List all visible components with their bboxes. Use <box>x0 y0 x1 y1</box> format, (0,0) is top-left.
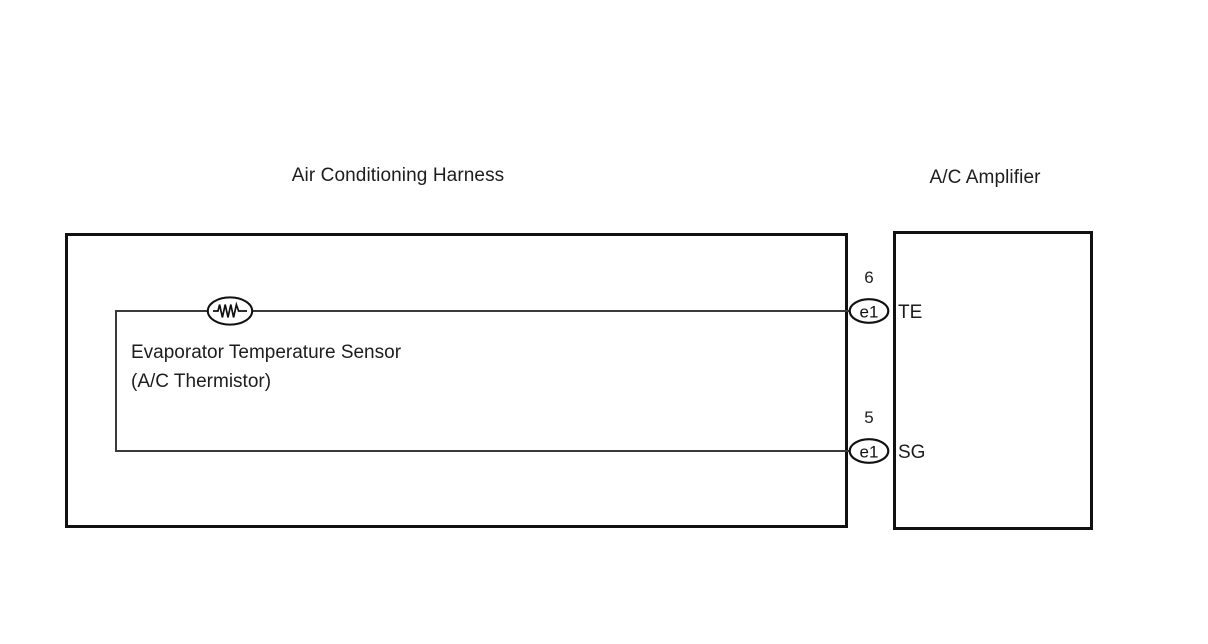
svg-text:e1: e1 <box>860 443 879 462</box>
pin-number-sg: 5 <box>864 408 874 427</box>
amplifier-enclosure-box <box>893 231 1093 530</box>
wire-sg-ground-line <box>115 450 869 452</box>
sensor-caption-line-1: Evaporator Temperature Sensor <box>131 342 402 363</box>
sensor-caption: Evaporator Temperature Sensor (A/C Therm… <box>131 338 401 396</box>
signal-label-te: TE <box>898 302 923 323</box>
sensor-caption-line-2: (A/C Thermistor) <box>131 371 272 392</box>
thermistor-resistor-symbol <box>206 296 254 326</box>
signal-label-sg: SG <box>898 442 926 463</box>
wire-return-segment <box>115 310 117 452</box>
harness-section-title: Air Conditioning Harness <box>291 165 505 186</box>
connector-terminal-te: e1 <box>848 298 890 325</box>
wire-te-signal-line <box>115 310 869 312</box>
connector-terminal-sg: e1 <box>848 438 890 465</box>
amplifier-section-title: A/C Amplifier <box>929 167 1041 188</box>
harness-enclosure-box <box>65 233 848 528</box>
pin-number-te: 6 <box>864 268 874 287</box>
svg-text:e1: e1 <box>860 303 879 322</box>
